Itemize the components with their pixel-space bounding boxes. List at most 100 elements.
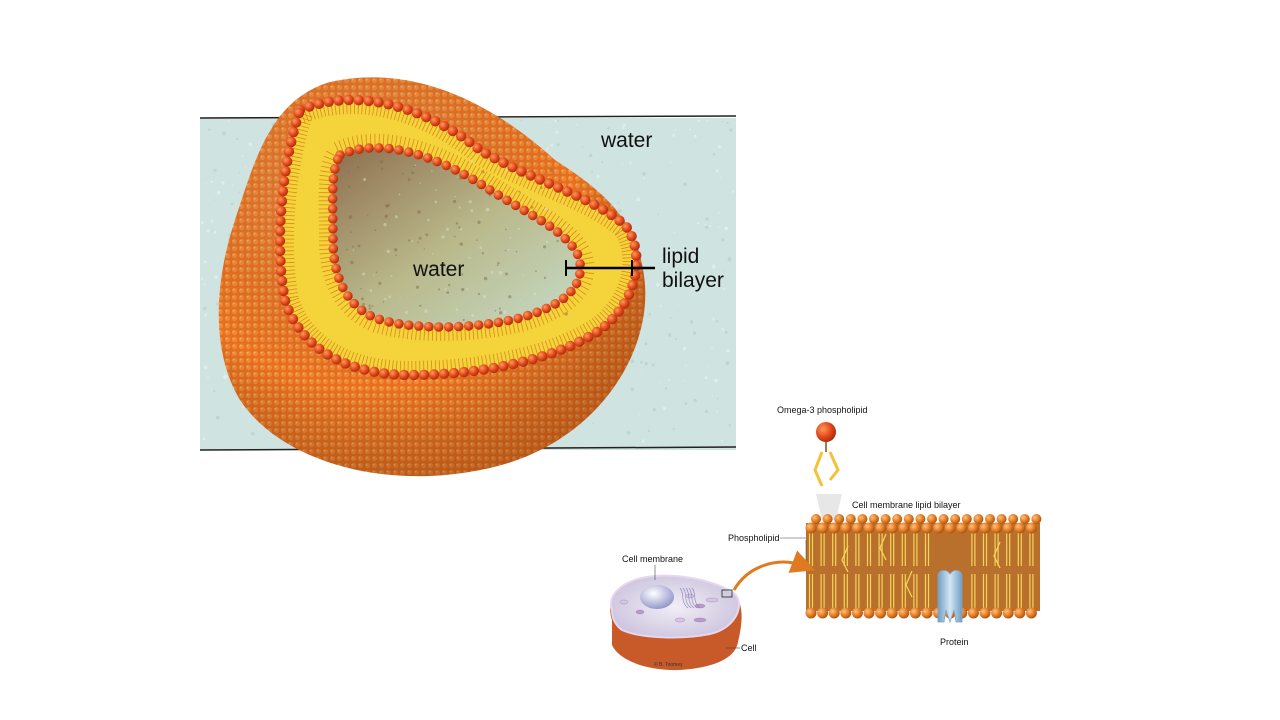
inner-head <box>384 317 394 327</box>
inner-head <box>328 214 338 224</box>
outer-head <box>421 111 432 123</box>
membrane-figure: Omega-3 phospholipid Cell membrane lipid… <box>610 405 1042 671</box>
cell-illustration <box>610 550 816 671</box>
membrane-head <box>1025 522 1037 534</box>
outer-head <box>398 369 410 381</box>
outer-head <box>517 356 529 367</box>
inner-head <box>327 204 338 214</box>
membrane-head <box>921 522 933 534</box>
membrane-head <box>845 514 856 524</box>
outer-head <box>438 368 450 379</box>
outer-head <box>489 153 500 164</box>
outer-head <box>562 186 573 197</box>
membrane-head <box>822 514 833 524</box>
inner-head <box>513 313 523 324</box>
inner-head <box>450 165 461 175</box>
inner-head <box>550 299 560 309</box>
inner-head <box>364 143 374 153</box>
inner-head <box>572 249 583 260</box>
outer-head <box>543 178 555 189</box>
outer-head <box>464 136 475 148</box>
outer-head <box>290 117 302 128</box>
membrane-head <box>996 514 1007 524</box>
inner-head <box>560 233 571 244</box>
inner-head <box>328 244 339 254</box>
phospholipid-label: Phospholipid <box>728 533 780 543</box>
outer-head <box>498 360 509 372</box>
inner-head <box>344 146 355 157</box>
inner-head <box>463 321 474 331</box>
outer-head <box>282 156 293 167</box>
inner-head <box>404 320 414 331</box>
inner-head <box>502 195 512 206</box>
outer-head <box>472 142 483 154</box>
membrane-head <box>991 522 1003 534</box>
membrane-head <box>973 514 984 524</box>
membrane-head <box>985 514 995 524</box>
membrane-head <box>903 514 914 524</box>
inner-head <box>424 321 434 332</box>
inner-head <box>394 319 404 329</box>
liposome-figure: water water lipid bilayer <box>199 77 737 477</box>
outer-head <box>631 250 642 261</box>
outer-head <box>627 280 638 291</box>
membrane-head <box>1002 522 1014 534</box>
outer-water-label: water <box>600 129 652 152</box>
inner-head <box>571 278 582 289</box>
inner-head <box>354 144 364 154</box>
cell-zoom-box <box>721 589 733 598</box>
inner-head <box>544 221 555 231</box>
outer-head <box>299 330 310 341</box>
outer-head <box>313 98 325 110</box>
membrane-head <box>927 514 937 524</box>
inner-head <box>432 156 442 167</box>
inner-head <box>433 322 444 332</box>
membrane-head <box>898 607 910 619</box>
protein-label: Protein <box>940 637 969 647</box>
outer-head <box>286 136 297 148</box>
membrane-tails <box>808 533 1034 608</box>
inner-head <box>552 227 563 237</box>
membrane-head <box>898 522 910 534</box>
membrane-head <box>828 522 840 534</box>
inner-head <box>503 315 514 326</box>
omega3-phospholipid <box>813 422 842 520</box>
outer-head <box>527 354 538 365</box>
membrane-head <box>886 607 898 619</box>
outer-head <box>553 182 564 193</box>
membrane-head <box>944 522 956 534</box>
outer-head <box>283 304 294 316</box>
outer-head <box>293 322 304 333</box>
membrane-head <box>950 514 961 524</box>
outer-head <box>606 209 617 221</box>
outer-head <box>580 194 591 206</box>
outer-head <box>607 314 618 325</box>
bilayer-bracket <box>565 260 655 276</box>
membrane-head <box>1014 607 1026 619</box>
membrane-head <box>979 607 991 619</box>
outer-head <box>304 101 315 112</box>
outer-head <box>589 199 600 210</box>
outer-head <box>619 298 630 309</box>
inner-head <box>413 149 424 160</box>
outer-head <box>458 366 470 378</box>
outer-head <box>534 174 545 185</box>
outer-head <box>411 108 423 119</box>
membrane-head <box>840 522 852 534</box>
outer-head <box>343 94 354 106</box>
inner-head <box>394 145 404 155</box>
outer-head <box>275 205 287 217</box>
inner-head <box>510 200 521 211</box>
inner-head <box>453 321 464 332</box>
outer-head <box>280 166 291 177</box>
membrane-head <box>805 607 817 619</box>
outer-head <box>322 349 333 360</box>
inner-head <box>541 303 552 314</box>
inner-head <box>356 305 367 316</box>
bilayer-label-line2: bilayer <box>662 269 724 292</box>
outer-head <box>583 331 594 343</box>
outer-head <box>314 343 325 354</box>
inner-head-groups <box>327 143 585 332</box>
outer-head <box>378 368 390 379</box>
